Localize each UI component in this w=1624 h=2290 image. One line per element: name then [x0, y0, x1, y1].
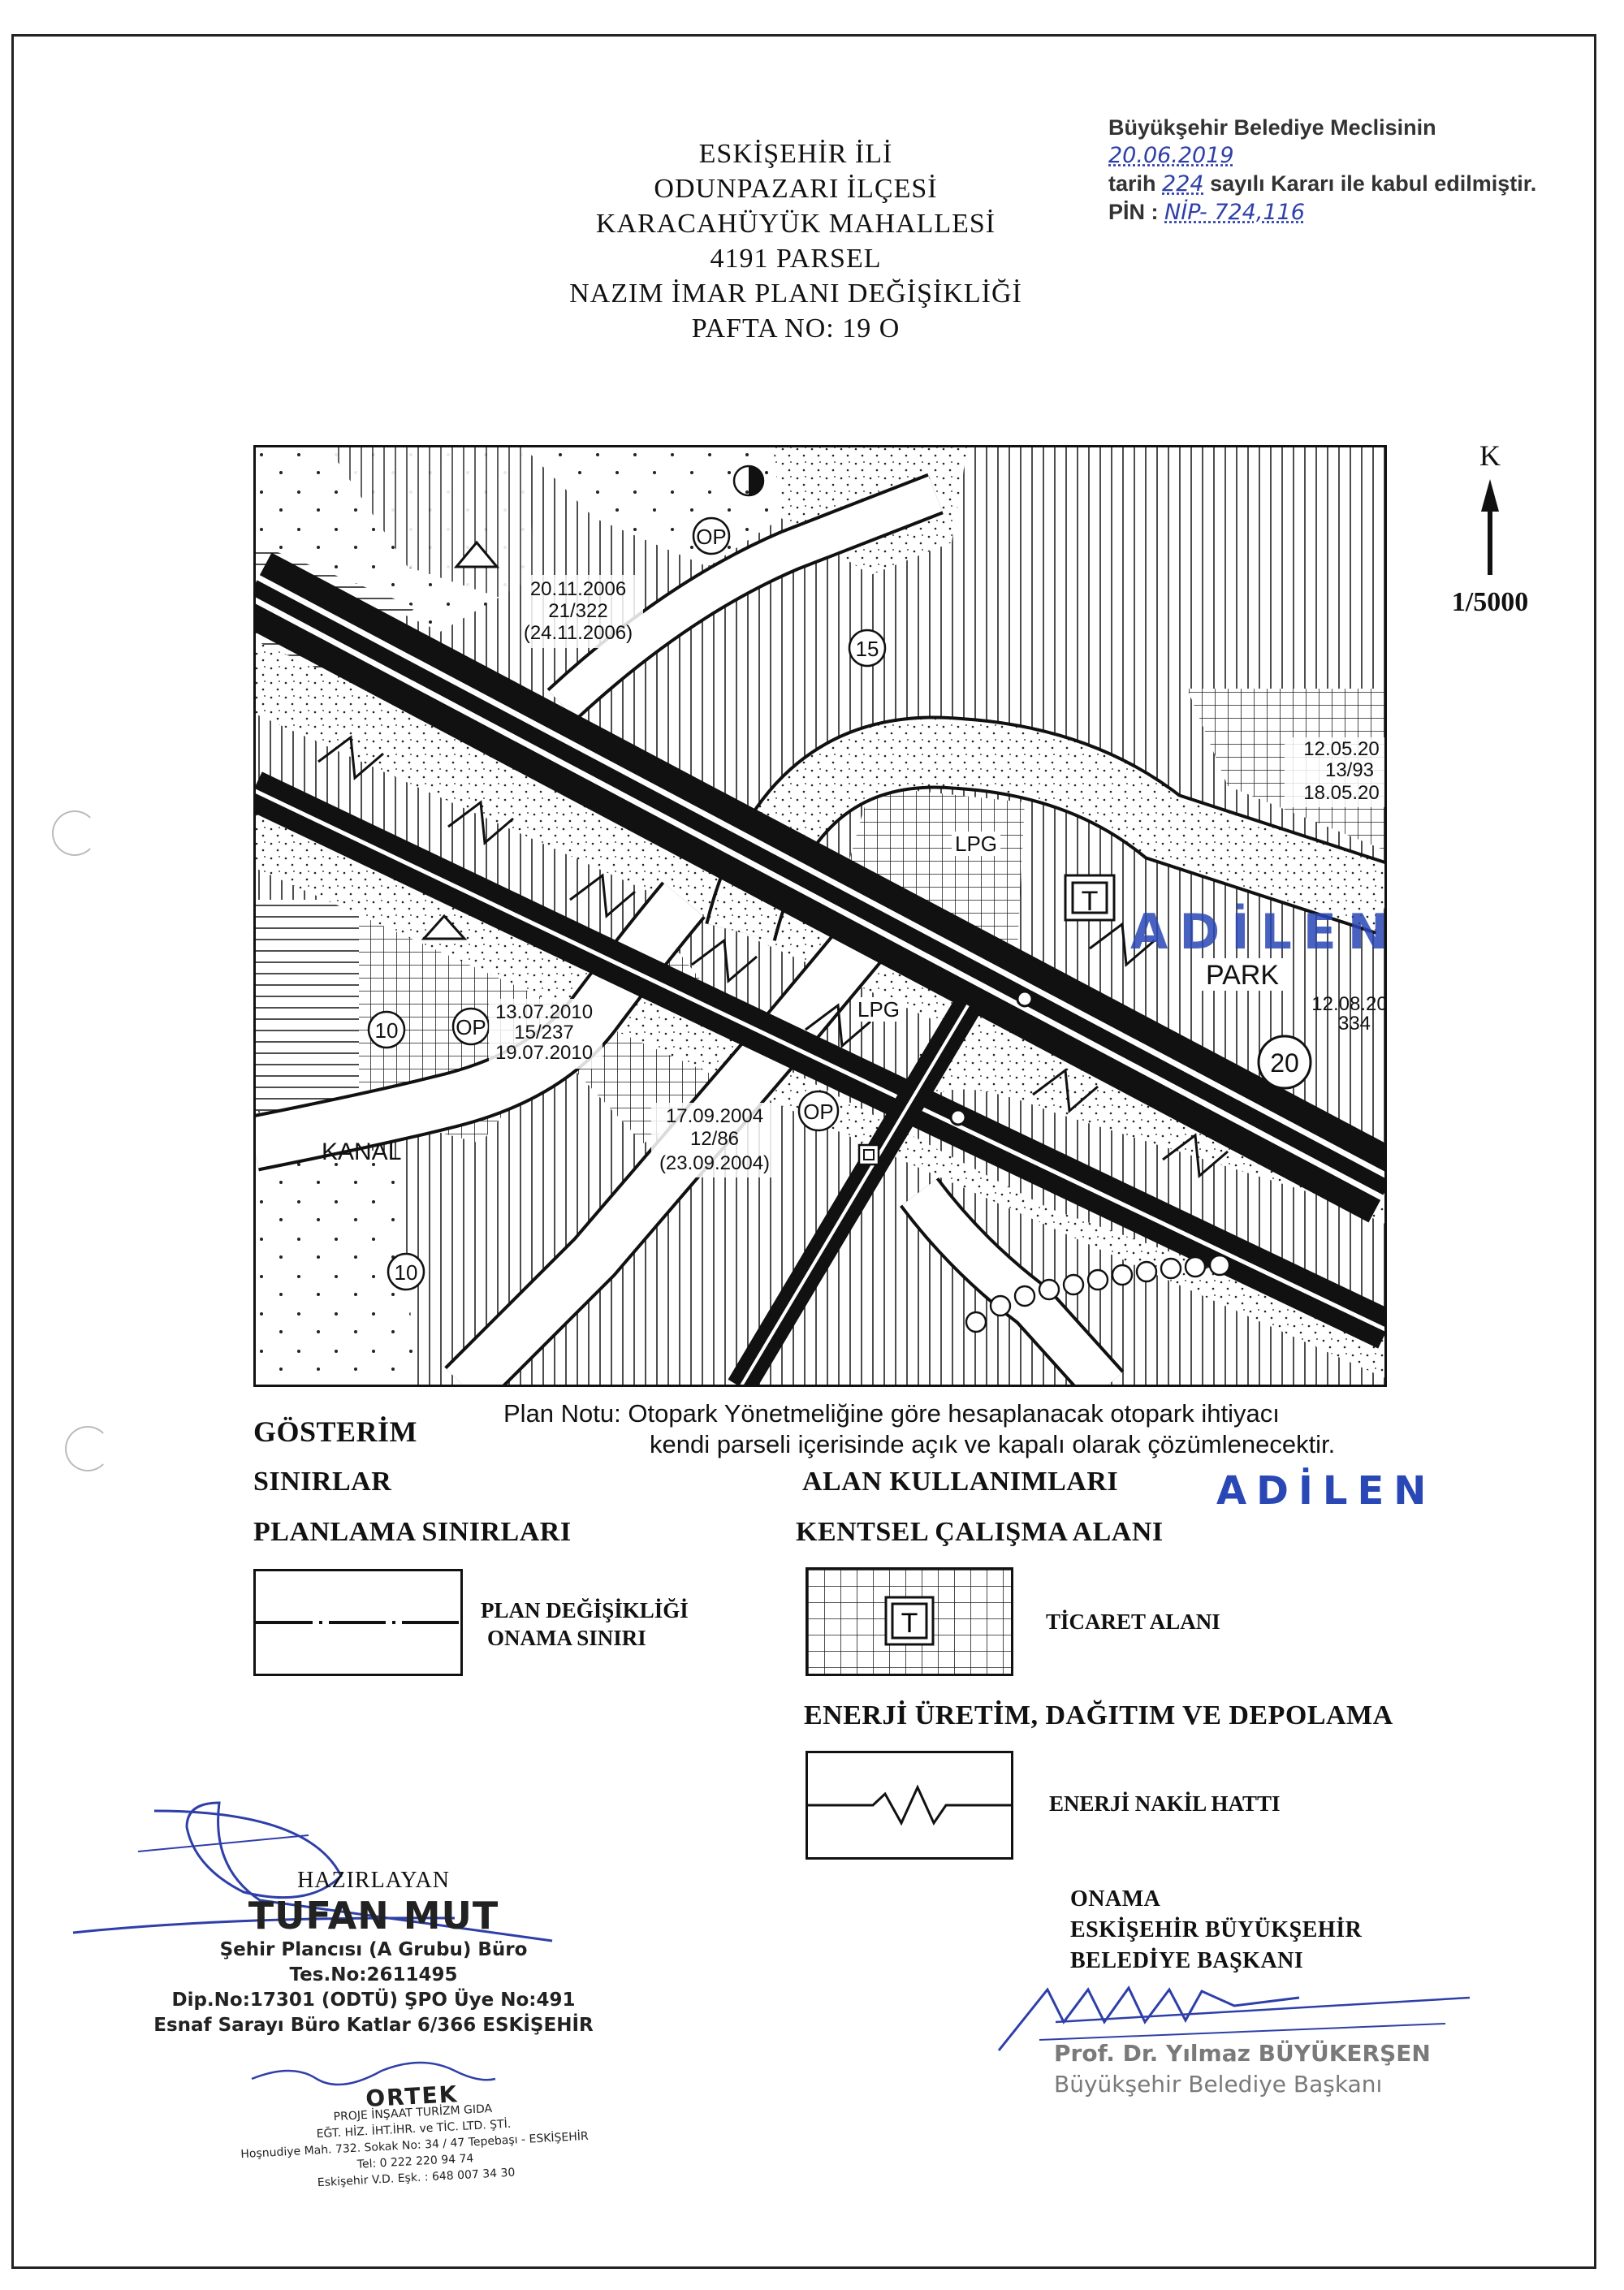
mayor-name: Prof. Dr. Yılmaz BÜYÜKERŞEN	[1054, 2040, 1431, 2067]
plan-note-line1: Plan Notu: Otopark Yönetmeliğine göre he…	[503, 1399, 1280, 1428]
punch-hole-top	[52, 810, 97, 856]
decision-date-1b: 21/322	[548, 600, 607, 622]
decision-date-2a: 13.07.2010	[495, 1001, 593, 1023]
title-line-neighborhood: KARACAHÜYÜK MAHALLESİ	[595, 209, 996, 239]
stamp-decision-number: 224	[1162, 171, 1204, 197]
stamp-line3-prefix: PİN :	[1108, 200, 1159, 224]
north-label: K	[1479, 439, 1501, 472]
decision-date-3c: (23.09.2004)	[659, 1152, 770, 1174]
stamp-line2-suffix: sayılı Kararı ile kabul edilmiştir.	[1210, 171, 1537, 196]
decision-date-1c: (24.11.2006)	[524, 622, 633, 644]
mayor-signature	[997, 1985, 1471, 2051]
legend-land-use: ALAN KULLANIMLARI	[802, 1467, 1119, 1497]
preparer-info-2: Dip.No:17301 (ODTÜ) ŞPO Üye No:491	[171, 1990, 576, 2011]
decision-date-5b: 334	[1338, 1013, 1371, 1035]
decision-date-2c: 19.07.2010	[495, 1042, 593, 1064]
map-label-op3: OP	[803, 1100, 834, 1124]
title-line-district: ODUNPAZARI İLÇESİ	[654, 174, 938, 204]
mayor-block: Prof. Dr. Yılmaz BÜYÜKERŞEN Büyükşehir B…	[1054, 2038, 1431, 2100]
map-label-op1: OP	[696, 525, 727, 549]
legend-boundary-swatch	[253, 1569, 463, 1676]
preparer-signature	[72, 1801, 553, 1942]
legend-boundaries: SINIRLAR	[253, 1467, 392, 1497]
preparer-name: TUFAN MUT	[248, 1894, 499, 1938]
title-line-parcel: 4191 PARSEL	[710, 244, 882, 274]
legend-energy-line-label: ENERJİ NAKİL HATTI	[1049, 1791, 1281, 1816]
decision-date-2b: 15/237	[514, 1022, 573, 1043]
legend-urban-area: KENTSEL ÇALIŞMA ALANI	[796, 1517, 1164, 1547]
decision-date-4a: 12.05.20	[1303, 738, 1379, 760]
approval-block: ONAMA ESKİŞEHİR BÜYÜKŞEHİR BELEDİYE BAŞK…	[1070, 1884, 1362, 1977]
title-line-plan-type: NAZIM İMAR PLANI DEĞİŞİKLİĞİ	[569, 279, 1022, 309]
title-block: ESKİŞEHİR İLİ ODUNPAZARI İLÇESİ KARACAHÜ…	[520, 136, 1072, 346]
legend-boundary-label-line2: ONAMA SINIRI	[487, 1626, 646, 1650]
legend-commerce-label: TİCARET ALANI	[1046, 1609, 1220, 1634]
map-label-road-15: 15	[856, 637, 879, 661]
legend-energy: ENERJİ ÜRETİM, DAĞITIM VE DEPOLAMA	[804, 1700, 1393, 1730]
title-line-province: ESKİŞEHİR İLİ	[698, 139, 893, 169]
north-arrow: K 1/5000	[1445, 439, 1535, 618]
legend-boundary-label: PLAN DEĞİŞİKLİĞİ ONAMA SINIRI	[481, 1597, 689, 1652]
council-approval-stamp: Büyükşehir Belediye Meclisinin 20.06.201…	[1108, 114, 1563, 227]
north-arrow-icon	[1481, 479, 1499, 575]
preparer-role: HAZIRLAYAN	[297, 1868, 450, 1893]
plan-note: Plan Notu: Otopark Yönetmeliğine göre he…	[503, 1398, 1335, 1460]
map-adilen-stamp: ADİLEN	[1130, 902, 1387, 961]
decision-date-4c: 18.05.20	[1303, 782, 1379, 804]
approval-line-2: ESKİŞEHİR BÜYÜKŞEHİR	[1070, 1917, 1363, 1942]
map-label-t: T	[1082, 886, 1099, 917]
scale-label: 1/5000	[1451, 587, 1529, 617]
stamp-line2-prefix: tarih	[1108, 171, 1156, 196]
map-label-kanal: KANAL	[322, 1139, 401, 1165]
map-label-road-10a: 10	[375, 1018, 399, 1043]
preparer-info-1: Şehir Plancısı (A Grubu) Büro Tes.No:261…	[219, 1939, 528, 1985]
map-label-op2: OP	[456, 1015, 486, 1039]
map-label-lpg1: LPG	[955, 832, 997, 856]
stamp-pin: NİP- 724,116	[1164, 200, 1305, 225]
map-label-park: PARK	[1206, 960, 1279, 991]
legend-planning-boundaries: PLANLAMA SINIRLARI	[253, 1517, 572, 1547]
decision-date-4b: 13/93	[1325, 759, 1374, 781]
punch-hole-bottom	[65, 1426, 110, 1471]
preparer-info-3: Esnaf Sarayı Büro Katlar 6/366 ESKİŞEHİR	[153, 2015, 594, 2036]
title-line-sheet-number: PAFTA NO: 19 O	[691, 313, 901, 344]
legend-adilen-stamp: ADİLEN	[1216, 1468, 1436, 1514]
firm-stamp: ORTEK PROJE İNŞAAT TURİZM GIDA EĞT. HİZ.…	[233, 2080, 595, 2196]
decision-date-3a: 17.09.2004	[666, 1105, 763, 1127]
legend-title: GÖSTERİM	[253, 1415, 418, 1448]
firm-signature	[251, 2061, 496, 2086]
preparer-block: HAZIRLAYAN TUFAN MUT Şehir Plancısı (A G…	[146, 1868, 601, 2038]
map-label-road-10b: 10	[395, 1260, 418, 1285]
map-label-road-20: 20	[1270, 1048, 1299, 1078]
stamp-line1-prefix: Büyükşehir Belediye Meclisinin	[1108, 115, 1436, 140]
legend-commerce-symbol: T	[901, 1608, 918, 1639]
map-label-lpg2: LPG	[857, 997, 900, 1022]
stamp-date: 20.06.2019	[1108, 143, 1234, 168]
plan-note-line2: kendi parseli içerisinde açık ve kapalı …	[650, 1430, 1336, 1458]
sheet-border	[11, 34, 1596, 2269]
legend-boundary-label-line1: PLAN DEĞİŞİKLİĞİ	[481, 1598, 689, 1622]
legend-commerce-swatch: T	[806, 1567, 1013, 1676]
legend-energy-line-swatch	[806, 1751, 1013, 1860]
approval-line-1: ONAMA	[1070, 1886, 1161, 1912]
approval-line-3: BELEDİYE BAŞKANI	[1070, 1948, 1304, 1973]
decision-date-5a: 12.08.20	[1311, 993, 1387, 1015]
mayor-title: Büyükşehir Belediye Başkanı	[1054, 2071, 1383, 2098]
plan-map: OP OP OP LPG LPG T PARK KANAL 15 20 10 1…	[253, 445, 1387, 1387]
decision-date-3b: 12/86	[690, 1128, 739, 1150]
decision-date-1a: 20.11.2006	[530, 578, 626, 600]
